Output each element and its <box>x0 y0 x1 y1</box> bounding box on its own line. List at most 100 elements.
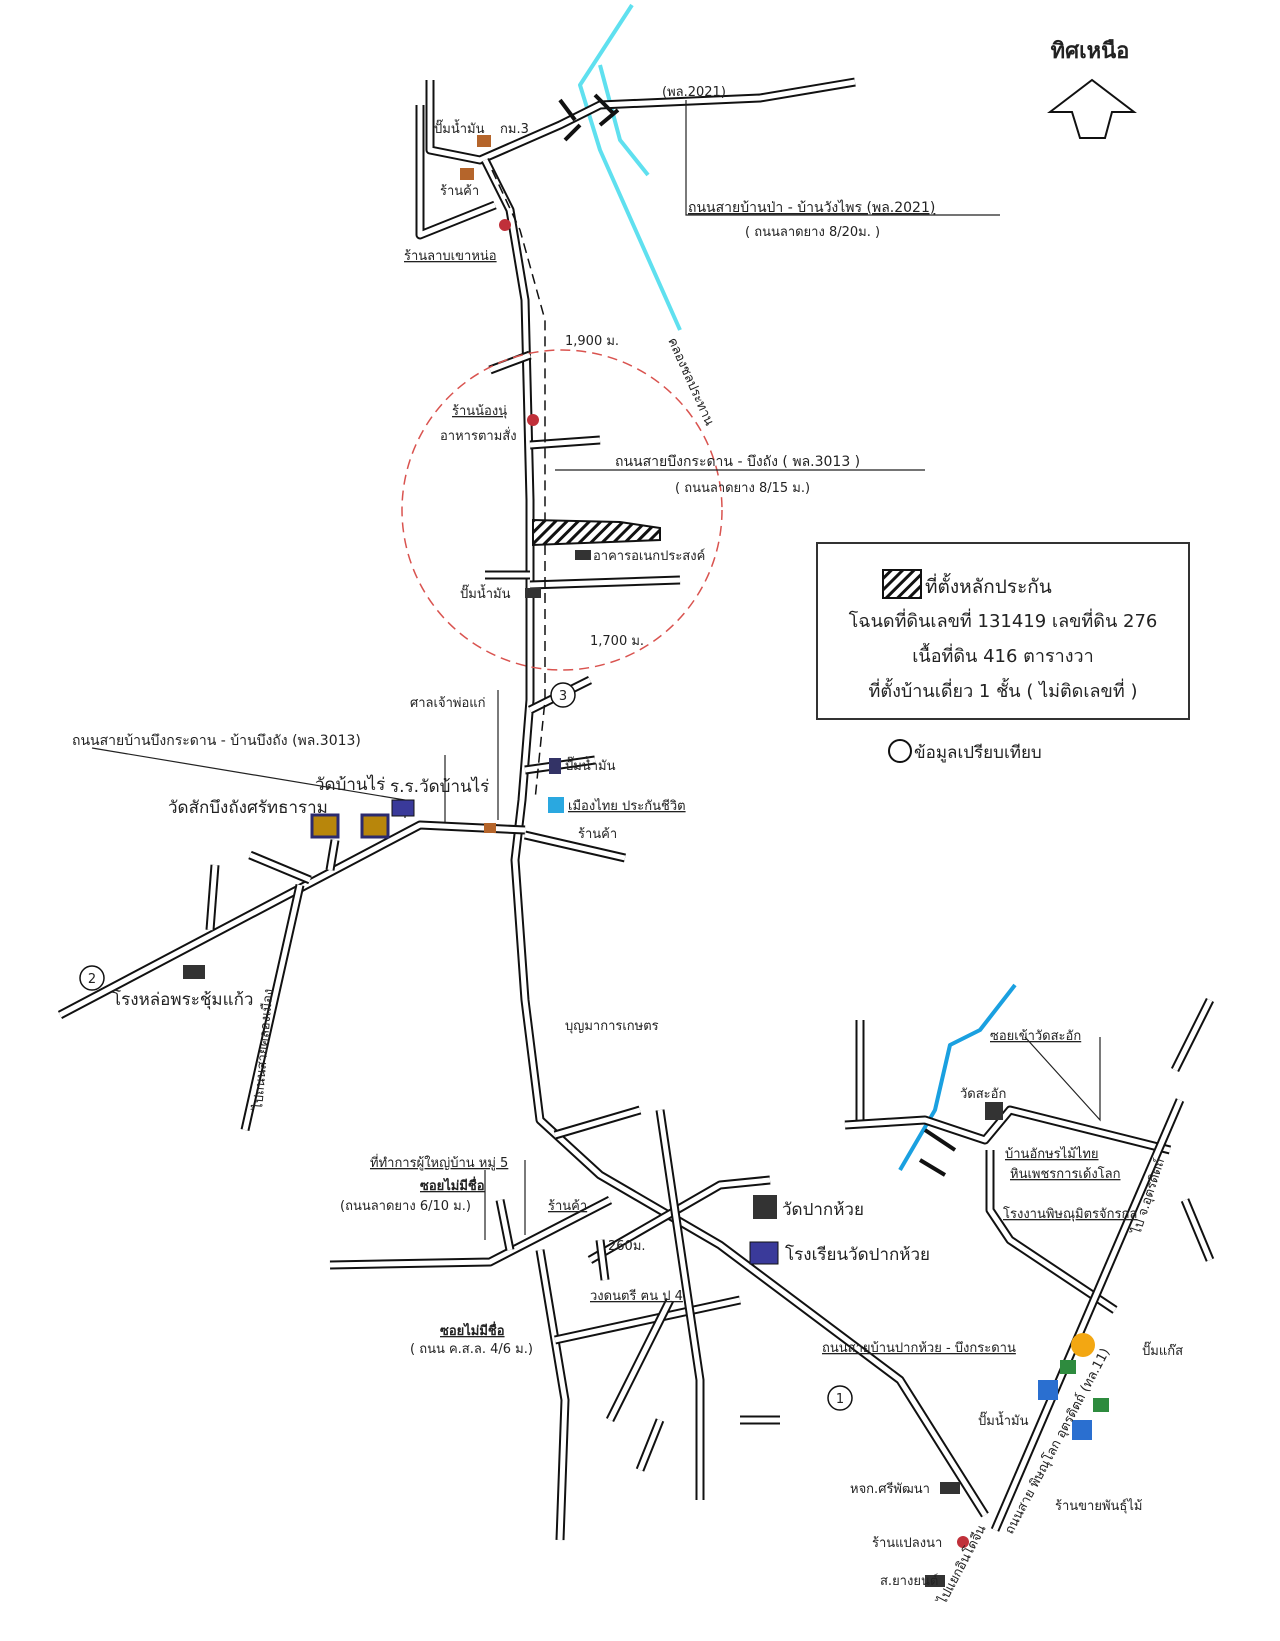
place-label: อาคารอเนกประสงค์ <box>593 548 705 564</box>
road-label: ถนนสายบ้านบึงกระดาน - บ้านบึงถัง (พล.301… <box>72 733 361 749</box>
road-segment-fill <box>537 1249 568 1541</box>
place-label: ปั๊มน้ำมัน <box>565 756 616 774</box>
place-label: กม.3 <box>500 122 529 137</box>
shop-icon <box>460 168 474 180</box>
road-segment-fill <box>1172 998 1213 1072</box>
collateral-plot <box>532 518 661 547</box>
place-label: โรงหล่อพระชุ้มแก้ว <box>112 989 253 1010</box>
road-label: ซอยเข้าวัดสะอัก <box>990 1029 1081 1044</box>
road-segment <box>480 157 989 1518</box>
north-arrow-icon <box>1047 78 1137 139</box>
road-label: ซอยไม่มีชื่อ <box>420 1176 485 1194</box>
road-segment-fill <box>524 832 626 861</box>
road-segment-fill <box>554 1107 641 1138</box>
legend-box: ที่ตั้งหลักประกัน โฉนดที่ดินเลขที่ 13141… <box>816 542 1190 763</box>
seven-eleven-icon <box>1093 1398 1109 1412</box>
place-label: หินเพชรการเด้งโลก <box>1010 1166 1120 1182</box>
road-segment-fill <box>657 1109 703 1500</box>
marker-3: 3 <box>559 689 567 704</box>
road-segment-fill <box>987 1150 1117 1313</box>
road-surface: (ถนนลาดยาง 6/10 ม.) <box>340 1199 471 1214</box>
road-segment-fill <box>597 1239 608 1281</box>
road-segment-fill <box>607 1298 673 1422</box>
road-segment-fill <box>588 1177 771 1263</box>
road-segment-fill <box>529 577 681 588</box>
bridge-icon <box>558 93 957 1177</box>
road-segment-fill <box>489 352 531 373</box>
road-surface: ( ถนนลาดยาง 8/15 ม.) <box>675 481 810 496</box>
road-label: ไปถนนสายคลองเมือง <box>250 988 277 1111</box>
place-label: ร.ร.วัดบ้านไร่ <box>390 776 489 797</box>
road-surface: ( ถนนลาดยาง 8/20ม. ) <box>745 225 880 240</box>
place-label: วัดปากห้วย <box>782 1200 864 1220</box>
road-segment-fill <box>329 1197 612 1268</box>
road-label: (พล.2021) <box>662 85 726 100</box>
legend-house: ที่ตั้งบ้านเดี่ยว 1 ชั้น ( ไม่ติดเลขที่ … <box>869 678 1138 702</box>
stream-line <box>898 983 1017 1172</box>
distance-label: 260ม. <box>608 1239 646 1254</box>
school-flag-icon <box>391 799 415 817</box>
place-label: ศาลเจ้าพ่อแก่ <box>410 696 486 711</box>
place-label: วัดสะอัก <box>960 1087 1006 1102</box>
road-segment-fill <box>992 1099 1183 1531</box>
building-icon <box>183 965 205 979</box>
road-surface: ( ถนน ค.ส.ล. 4/6 ม.) <box>410 1342 533 1357</box>
legend-title: ที่ตั้งหลักประกัน <box>925 573 1052 598</box>
road-label: ถนนสายบ้านปากห้วย - บึงกระดาน <box>822 1341 1016 1356</box>
road-segment-fill <box>207 864 218 931</box>
distance-label: 1,700 ม. <box>590 634 644 649</box>
place-label: ร้านน้องนุ่ <box>452 404 507 419</box>
road-segment-fill <box>482 158 988 1517</box>
place-label: ที่ทำการผู้ใหญ่บ้าน หมู่ 5 <box>370 1154 508 1171</box>
place-label: วัดสักบึงถังศรัทธาราม <box>168 798 328 818</box>
legend-compare: ข้อมูลเปรียบเทียบ <box>914 743 1042 763</box>
place-label: โรงงานพิษณุมิตรจักรกล <box>1003 1206 1137 1222</box>
place-label: ปั๊มน้ำมัน <box>978 1411 1029 1429</box>
road-segment-fill <box>1182 1199 1213 1261</box>
canal-line <box>578 3 682 331</box>
restaurant-pin-icon <box>499 219 511 231</box>
ptt-station-icon <box>1038 1380 1058 1400</box>
distance-label: 1,900 ม. <box>565 334 619 349</box>
place-label: ร้านแปลงนา <box>872 1536 942 1551</box>
place-label: หจก.ศรีพัฒนา <box>850 1481 930 1497</box>
route-dashed-line-2 <box>534 545 546 801</box>
road-label: ถนนสายบึงกระดาน - บึงถัง ( พล.3013 ) <box>615 454 860 470</box>
place-label: ร้านขายพันธุ์ไม้ <box>1055 1498 1142 1514</box>
temple-icon <box>985 1102 1003 1120</box>
road-segment-fill <box>427 79 856 163</box>
insurance-icon <box>548 797 564 813</box>
place-label: ปั๊มแก๊ส <box>1142 1341 1183 1359</box>
collateral-hatch-icon <box>882 569 922 599</box>
road-segment-fill <box>529 437 601 448</box>
seven-eleven-icon <box>1060 1360 1076 1374</box>
shop-icon <box>477 135 491 147</box>
temple-icon <box>753 1195 777 1219</box>
road-segment-fill <box>249 852 311 883</box>
north-arrow: ทิศเหนือ <box>1047 39 1137 139</box>
place-label: ร้านค้า <box>578 827 617 842</box>
place-label: โรงเรียนวัดปากห้วย <box>785 1244 930 1265</box>
road-segment-fill <box>327 839 338 871</box>
road-segment-fill <box>242 884 303 1131</box>
place-label: ร้านค้า <box>548 1199 587 1214</box>
road-segment-fill <box>844 1107 1171 1153</box>
school-flag-icon <box>749 1241 779 1265</box>
road-segment-fill <box>554 1297 741 1343</box>
canal-line-2 <box>598 64 650 177</box>
temple-icon <box>360 813 390 839</box>
place-label: บ้านอักษรไม้ไทย <box>1005 1146 1099 1162</box>
place-label: วัดบ้านไร่ <box>315 774 385 795</box>
marker-2: 2 <box>88 972 96 987</box>
place-label: บุญมาการเกษตร <box>565 1019 659 1034</box>
place-label: วงดนตรี ฅน ป 4 <box>590 1288 683 1304</box>
shell-station-icon <box>1071 1333 1095 1357</box>
route-dashed-line <box>491 169 546 525</box>
building-icon <box>940 1482 960 1494</box>
building-icon <box>925 1575 945 1587</box>
ptt-station-icon <box>1072 1420 1092 1440</box>
place-label: ส.ยางยนต์ <box>880 1573 938 1589</box>
road-segment-fill <box>637 1419 663 1471</box>
radius-circle <box>401 349 723 671</box>
